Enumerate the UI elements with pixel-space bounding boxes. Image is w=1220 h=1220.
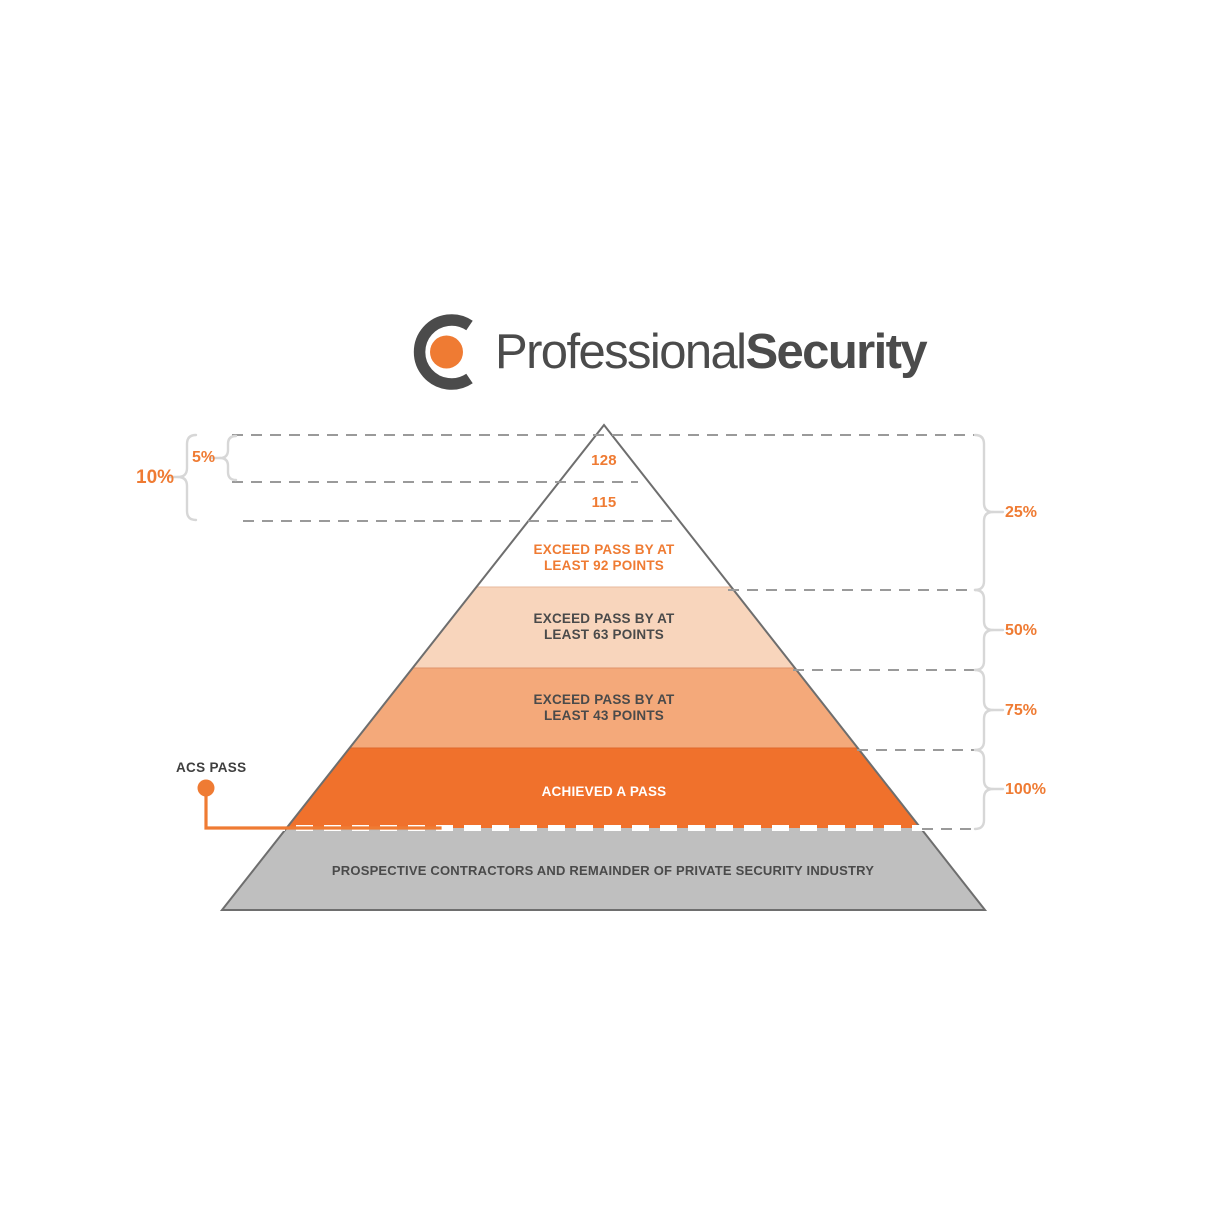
percent-label-75: 75% [1005,702,1038,719]
percent-label-10: 10% [136,467,175,488]
percent-label-5: 5% [192,449,216,466]
percent-label-100: 100% [1005,781,1046,798]
logo-wordmark: ProfessionalSecurity [495,324,928,379]
percent-label-50: 50% [1005,622,1038,639]
bracket-right-75 [973,668,1005,752]
band-mid-peach [222,668,985,748]
acs-pass-dot-icon [197,779,215,797]
bracket-right-25 [973,433,1005,592]
bracket-left-10 [166,433,198,522]
band-solid-orange [222,748,985,828]
acs-pass-callout-label: ACS PASS [176,760,247,775]
band-base-grey [222,828,985,910]
brand-logo: ProfessionalSecurity [405,308,928,396]
logo-word-professional: Professional [495,324,747,379]
percent-label-25: 25% [1005,504,1038,521]
bracket-right-100 [973,748,1005,831]
acs-pass-connector [197,779,442,830]
dashed-leader-lines [232,434,975,830]
pyramid-outline [219,423,988,911]
band-light-peach [222,587,985,668]
logo-c-ring-icon [405,311,487,393]
band-white-top [222,425,985,587]
bracket-left-5 [209,434,238,482]
bracket-right-50 [973,588,1005,672]
logo-word-security: Security [745,324,927,379]
